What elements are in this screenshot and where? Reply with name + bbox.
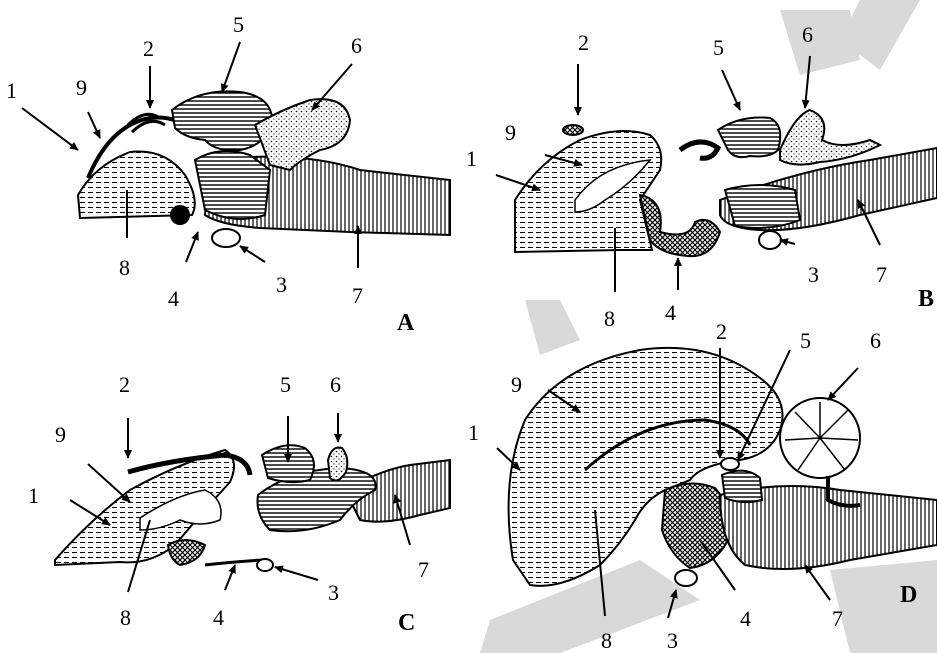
hypothalamus-c [168, 540, 205, 565]
label-d-8: 8 [601, 628, 612, 653]
label-a-4: 4 [168, 286, 179, 311]
label-a-7: 7 [352, 283, 363, 308]
panel-c: 1 2 3 4 5 6 7 8 9 C [28, 372, 450, 636]
pituitary-d [675, 570, 697, 586]
cerebellum-c [328, 448, 347, 481]
label-b-1: 1 [466, 146, 477, 171]
arrow-a-9 [88, 112, 100, 138]
pituitary-b [759, 231, 781, 249]
label-d-4: 4 [740, 606, 751, 631]
label-d-3: 3 [667, 628, 678, 653]
label-b-9: 9 [505, 120, 516, 145]
label-a-8: 8 [119, 255, 130, 280]
arrow-c-9 [88, 464, 130, 502]
panel-letter-d: D [900, 582, 917, 608]
diencephalon-a [195, 151, 270, 219]
arrow-a-1 [22, 108, 78, 150]
label-b-5: 5 [713, 35, 724, 60]
epiphysis-b [563, 125, 583, 135]
label-d-2: 2 [716, 319, 727, 344]
label-a-1: 1 [6, 78, 17, 103]
arrow-c-3 [275, 567, 318, 580]
label-b-6: 6 [802, 22, 813, 47]
label-d-5: 5 [800, 328, 811, 353]
label-d-6: 6 [870, 328, 881, 353]
label-a-6: 6 [351, 33, 362, 58]
panel-letter-a: A [397, 310, 415, 336]
label-b-7: 7 [876, 262, 887, 287]
label-c-8: 8 [120, 605, 131, 630]
infundibulum-c [205, 560, 262, 565]
label-c-7: 7 [418, 557, 429, 582]
cerebellum-b [780, 110, 880, 165]
pituitary-a [212, 229, 240, 247]
epiphysis-d [721, 458, 739, 470]
arrow-d-7 [805, 565, 830, 600]
label-a-3: 3 [276, 272, 287, 297]
label-b-3: 3 [808, 262, 819, 287]
panel-b: 1 2 3 4 5 6 7 8 9 B [466, 22, 937, 331]
label-a-5: 5 [233, 12, 244, 37]
panel-letter-b: B [918, 286, 934, 312]
label-c-3: 3 [328, 580, 339, 605]
pituitary-c [257, 559, 273, 571]
arrow-a-3 [240, 246, 265, 262]
arrow-a-5 [222, 42, 240, 92]
label-d-9: 9 [511, 372, 522, 397]
label-d-1: 1 [468, 420, 479, 445]
thalamus-b [680, 142, 718, 158]
label-c-5: 5 [280, 372, 291, 397]
label-b-4: 4 [665, 300, 676, 325]
optic-tectum-a [172, 91, 272, 150]
panel-a: 1 2 3 4 5 6 7 8 9 A [6, 12, 450, 336]
label-a-2: 2 [143, 36, 154, 61]
midbrain-d [722, 471, 762, 502]
label-c-9: 9 [55, 422, 66, 447]
arrow-a-4 [186, 232, 198, 262]
label-d-7: 7 [832, 606, 843, 631]
label-b-8: 8 [604, 306, 615, 331]
label-c-4: 4 [213, 605, 224, 630]
hypothalamus-a [170, 205, 190, 225]
arrow-c-4 [225, 565, 235, 590]
label-a-9: 9 [76, 75, 87, 100]
medulla-b [725, 185, 800, 228]
optic-tectum-b [718, 118, 780, 158]
panel-letter-c: C [398, 610, 415, 636]
label-b-2: 2 [578, 30, 589, 55]
label-c-1: 1 [28, 483, 39, 508]
arrow-b-5 [722, 70, 740, 110]
label-c-2: 2 [119, 372, 130, 397]
label-c-6: 6 [330, 372, 341, 397]
arrow-b-3 [780, 240, 795, 244]
arrow-d-6 [828, 368, 858, 400]
